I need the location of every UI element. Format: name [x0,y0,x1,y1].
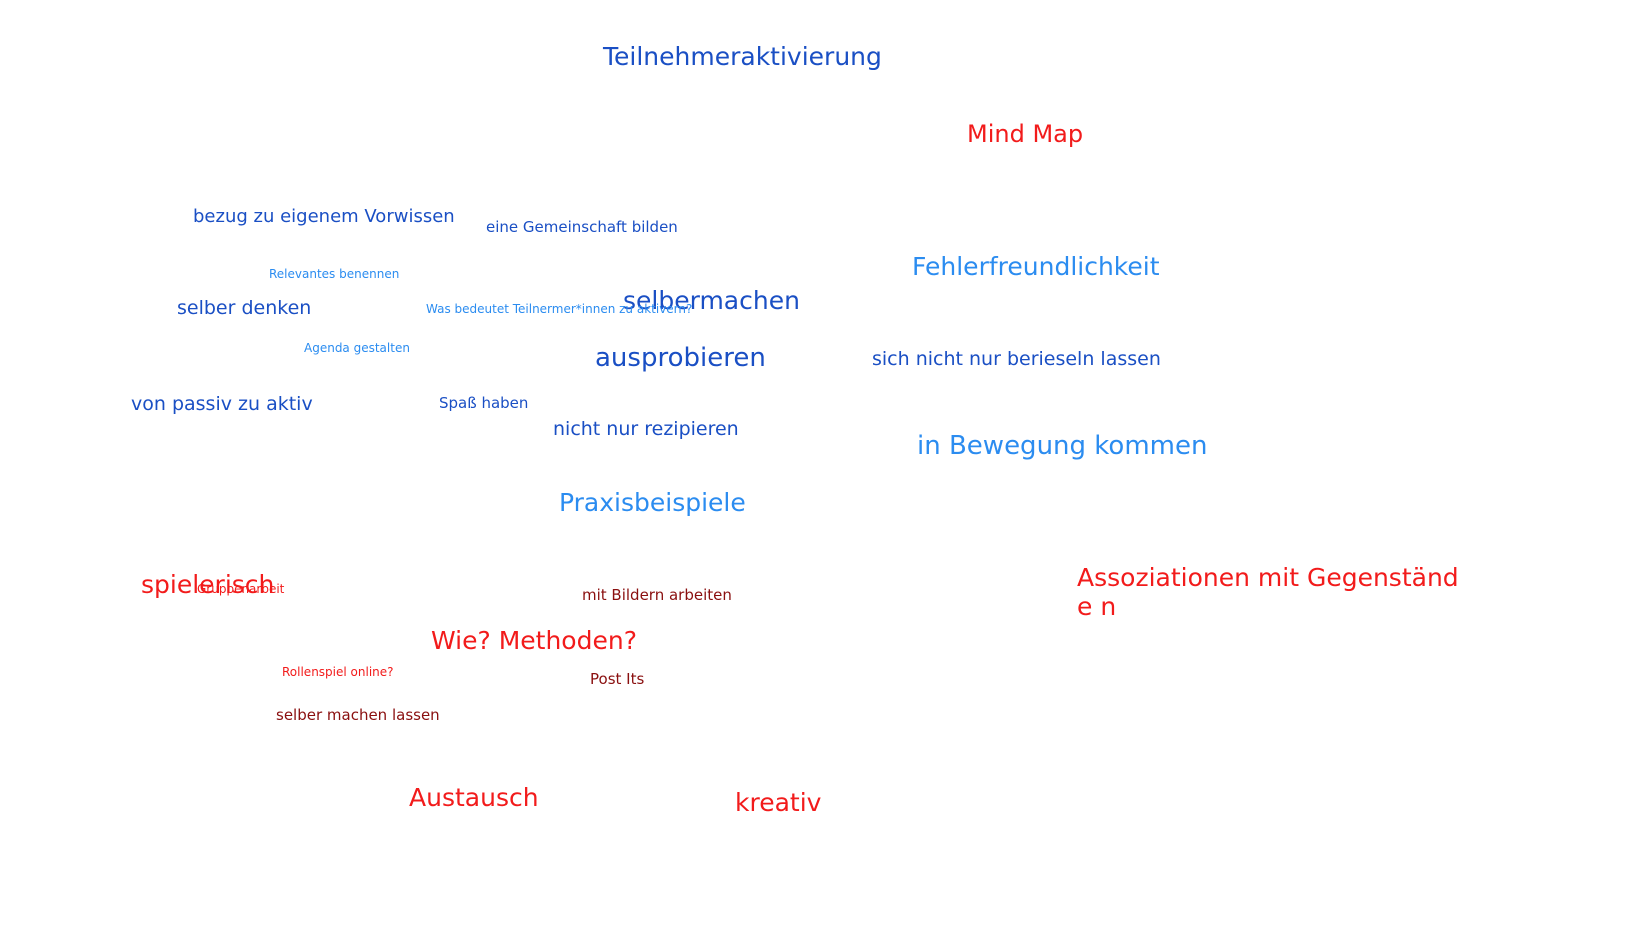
word-wie-methoden: Wie? Methoden? [431,626,637,655]
word-assoziationen-mit-gegenstaenden: Assoziationen mit Gegenstände n [1077,563,1459,622]
word-selber-denken: selber denken [177,297,312,319]
word-post-its: Post Its [590,670,645,688]
word-in-bewegung-kommen: in Bewegung kommen [917,431,1208,461]
word-rollenspiel-online: Rollenspiel online? [282,665,394,679]
word-ausprobieren: ausprobieren [595,343,766,373]
word-selbermachen: selbermachen [623,286,800,315]
word-von-passiv-zu-aktiv: von passiv zu aktiv [131,393,313,415]
word-agenda-gestalten: Agenda gestalten [304,341,410,355]
word-selber-machen-lassen: selber machen lassen [276,706,440,724]
word-bezug-zu-eigenem-vorwissen: bezug zu eigenem Vorwissen [193,206,455,227]
word-spielerisch: spielerisch [141,570,275,599]
word-spass-haben: Spaß haben [439,394,529,412]
word-nicht-nur-rezipieren: nicht nur rezipieren [553,418,739,440]
word-was-bedeutet-teilnehmer-aktivieren: Was bedeutet Teilnermer*innen zu aktiver… [426,302,693,316]
word-fehlerfreundlichkeit: Fehlerfreundlichkeit [912,252,1160,281]
word-teilnehmeraktivierung: Teilnehmeraktivierung [603,42,882,71]
word-gruppenarbeit: Gruppenarbeit [197,582,285,596]
word-mit-bildern-arbeiten: mit Bildern arbeiten [582,586,732,604]
word-sich-nicht-nur-berieseln-lassen: sich nicht nur berieseln lassen [872,348,1161,370]
word-relevantes-benennen: Relevantes benennen [269,267,400,281]
word-eine-gemeinschaft-bilden: eine Gemeinschaft bilden [486,218,678,236]
word-austausch: Austausch [409,783,539,812]
word-mind-map: Mind Map [967,120,1084,148]
word-praxisbeispiele: Praxisbeispiele [559,488,746,517]
word-kreativ: kreativ [735,788,822,817]
